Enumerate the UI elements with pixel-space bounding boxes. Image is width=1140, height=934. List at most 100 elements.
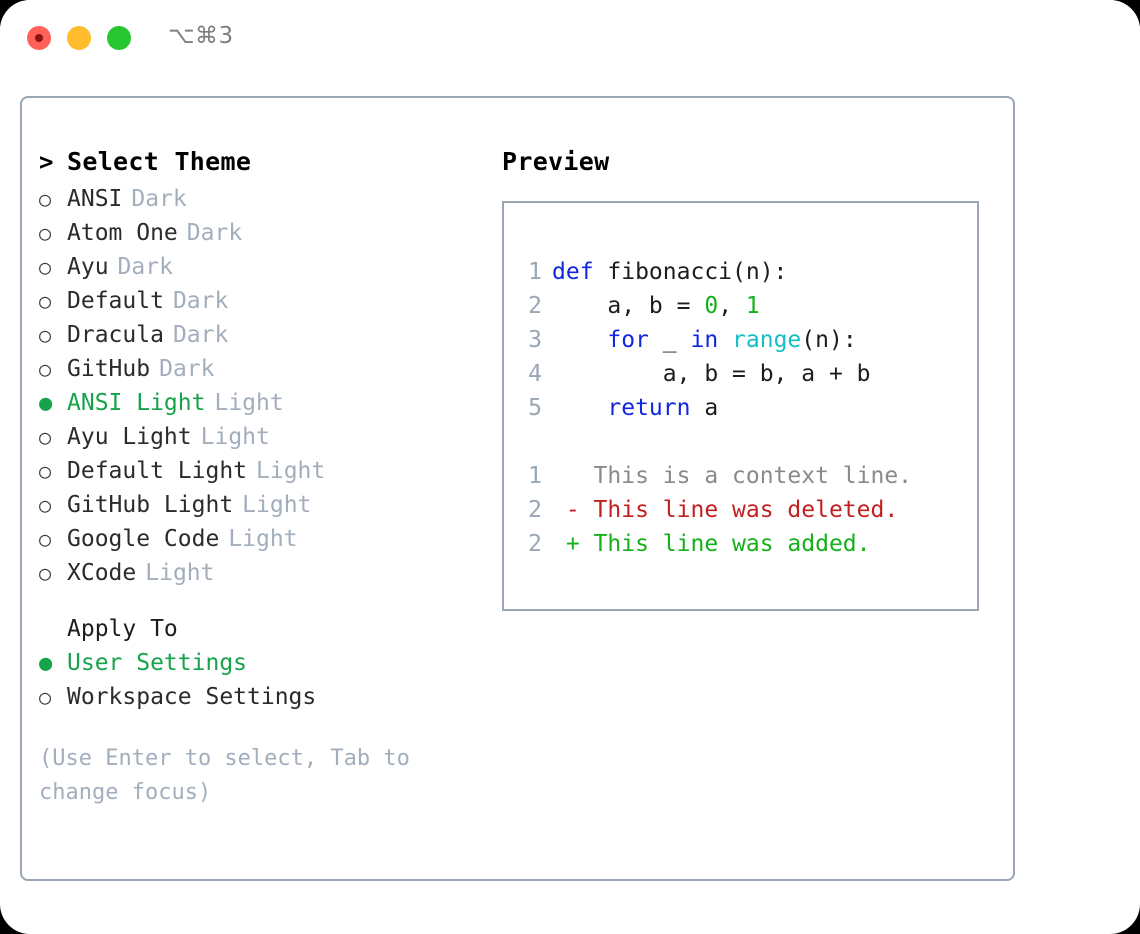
diff-line-text: + This line was added.: [552, 531, 871, 557]
close-window-button[interactable]: [27, 26, 51, 50]
line-number: 1: [528, 259, 542, 285]
section-spacer: [39, 590, 499, 612]
title-bar: ⌥⌘3: [0, 0, 1140, 78]
maximize-window-button[interactable]: [107, 26, 131, 50]
apply-to-option-list: ● User Settings ○ Workspace Settings: [39, 646, 499, 714]
diff-line-del: 2 - This line was deleted.: [518, 493, 977, 527]
radio-selected-icon: ●: [39, 391, 53, 416]
theme-option-label: Ayu Light: [67, 424, 192, 450]
code-token: a, b =: [552, 293, 705, 319]
radio-selected-icon: ●: [39, 651, 53, 676]
theme-variant-badge: Light: [214, 390, 284, 416]
theme-variant-badge: Dark: [117, 254, 173, 280]
theme-option-label: Ayu: [67, 254, 109, 280]
radio-unselected-icon: ○: [39, 459, 52, 483]
theme-option-xcode[interactable]: ○ XCode Light: [39, 556, 499, 590]
diff-line-text: - This line was deleted.: [552, 497, 899, 523]
apply-to-label: Apply To: [67, 616, 178, 642]
theme-variant-badge: Light: [256, 458, 326, 484]
code-token: range: [732, 327, 802, 353]
theme-option-label: Default: [67, 288, 164, 314]
theme-option-label: Default Light: [67, 458, 248, 484]
radio-unselected-icon: ○: [39, 527, 52, 551]
code-token: 0: [704, 293, 719, 319]
theme-variant-badge: Dark: [186, 220, 243, 246]
theme-option-atom-one[interactable]: ○ Atom One Dark: [39, 216, 499, 250]
theme-variant-badge: Dark: [159, 356, 215, 382]
radio-unselected-icon: ○: [39, 289, 52, 313]
theme-option-label: XCode: [67, 560, 137, 586]
theme-option-label: ANSI: [67, 186, 123, 212]
code-line: 2 a, b = 0, 1: [518, 289, 977, 323]
diff-sample: 1 This is a context line.2 - This line w…: [518, 459, 977, 561]
apply-to-option-user-settings[interactable]: ● User Settings: [39, 646, 499, 680]
radio-unselected-icon: ○: [39, 493, 52, 517]
radio-unselected-icon: ○: [39, 357, 52, 381]
code-token: in: [690, 327, 719, 353]
theme-option-default-light[interactable]: ○ Default Light Light: [39, 454, 499, 488]
theme-option-label: Dracula: [67, 322, 164, 348]
theme-variant-badge: Light: [145, 560, 215, 586]
minimize-window-button[interactable]: [67, 26, 91, 50]
theme-variant-badge: Light: [200, 424, 270, 450]
line-number: 4: [528, 361, 542, 387]
code-token: return: [607, 395, 691, 421]
code-line: 3 for _ in range(n):: [518, 323, 977, 357]
diff-line-add: 2 + This line was added.: [518, 527, 977, 561]
code-token: (n):: [801, 327, 857, 353]
radio-unselected-icon: ○: [39, 425, 52, 449]
theme-variant-badge: Light: [242, 492, 312, 518]
line-number: 1: [528, 463, 542, 489]
theme-option-label: GitHub: [67, 356, 151, 382]
code-token: [552, 327, 607, 353]
line-number: 2: [528, 293, 542, 319]
theme-option-label: ANSI Light: [67, 390, 206, 416]
page-title: Select Theme: [67, 147, 252, 176]
theme-option-label: GitHub Light: [67, 492, 234, 518]
code-token: for: [607, 327, 649, 353]
apply-to-option-label: User Settings: [67, 650, 248, 676]
radio-unselected-icon: ○: [39, 561, 52, 585]
line-number: 2: [528, 531, 542, 557]
code-token: [552, 395, 607, 421]
select-theme-header: > Select Theme: [39, 142, 499, 182]
apply-to-option-label: Workspace Settings: [67, 684, 317, 710]
code-token: [718, 327, 732, 353]
code-token: _: [648, 327, 691, 353]
diff-line-ctx: 1 This is a context line.: [518, 459, 977, 493]
preview-title: Preview: [502, 147, 610, 176]
theme-option-label: Atom One: [67, 220, 178, 246]
theme-variant-badge: Dark: [172, 288, 229, 314]
prompt-caret-icon: >: [39, 148, 54, 176]
theme-option-ayu-light[interactable]: ○ Ayu Light Light: [39, 420, 499, 454]
line-number: 5: [528, 395, 542, 421]
theme-variant-badge: Light: [228, 526, 298, 552]
apply-to-option-workspace-settings[interactable]: ○ Workspace Settings: [39, 680, 499, 714]
theme-option-ansi-light[interactable]: ● ANSI Light Light: [39, 386, 499, 420]
code-token: def: [552, 259, 594, 285]
code-token: a: [690, 395, 719, 421]
diff-line-text: This is a context line.: [552, 463, 913, 489]
theme-option-ansi[interactable]: ○ ANSI Dark: [39, 182, 499, 216]
code-line: 4 a, b = b, a + b: [518, 357, 977, 391]
theme-option-default[interactable]: ○ Default Dark: [39, 284, 499, 318]
keyboard-shortcut-label: ⌥⌘3: [168, 23, 234, 49]
radio-unselected-icon: ○: [39, 221, 52, 245]
theme-option-github-light[interactable]: ○ GitHub Light Light: [39, 488, 499, 522]
theme-variant-badge: Dark: [131, 186, 187, 212]
radio-unselected-icon: ○: [39, 685, 52, 709]
radio-unselected-icon: ○: [39, 187, 52, 211]
theme-option-github[interactable]: ○ GitHub Dark: [39, 352, 499, 386]
code-token: ,: [718, 293, 746, 319]
code-line: 5 return a: [518, 391, 977, 425]
